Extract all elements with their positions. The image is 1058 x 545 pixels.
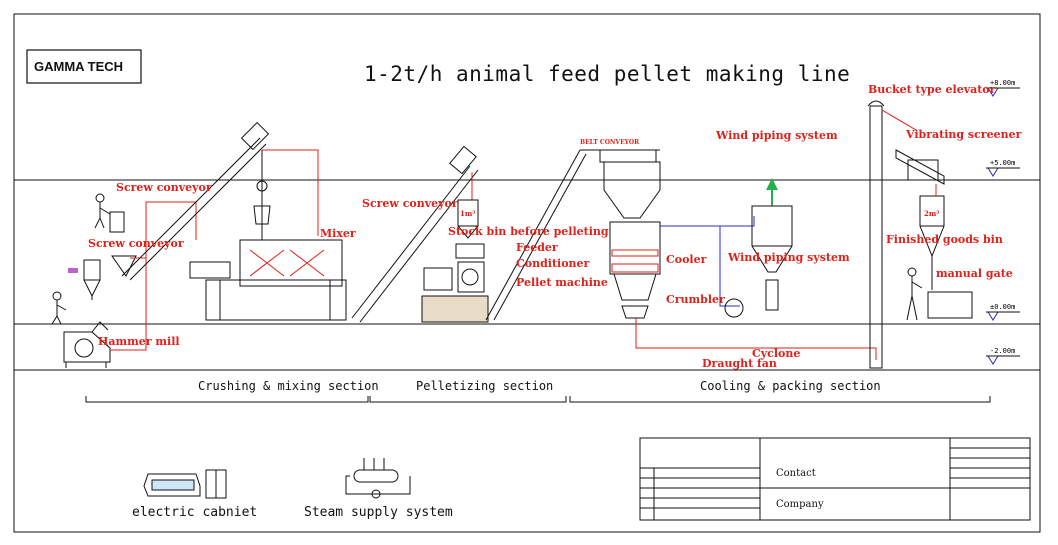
stock-bin-drawing — [423, 199, 485, 293]
label-belt-conveyor: BELT CONVEYOR — [580, 139, 640, 146]
conveyor-mixer-line — [262, 149, 319, 236]
operator-figure-left — [51, 291, 67, 325]
section-crushing-mixing: Crushing & mixing section — [198, 379, 379, 393]
electric-cabinet-icon — [143, 469, 227, 499]
section-cooling-packing: Cooling & packing section — [700, 379, 881, 393]
label-hammer-mill: Hammer mill — [98, 335, 180, 348]
label-mixer: Mixer — [320, 227, 356, 240]
section-pelletizing: Pelletizing section — [416, 379, 554, 393]
bucket-elevator — [867, 100, 885, 369]
legend-steam-supply: Steam supply system — [304, 505, 453, 520]
level-mark-5m: +5.00m — [990, 159, 1016, 167]
label-draught-fan: Draught fan — [702, 357, 777, 370]
label-pellet-machine: Pellet machine — [516, 276, 608, 289]
finished-bin-drawing — [919, 195, 973, 319]
operator-figure-top — [94, 193, 125, 233]
label-crumbler: Crumbler — [666, 293, 725, 306]
level-mark-0m: ±0.00m — [990, 303, 1016, 311]
company-logo: GAMMA TECH — [34, 59, 124, 74]
label-vibrating-screener: Vibrating screener — [906, 128, 1022, 141]
title-block — [639, 437, 1031, 521]
intake-hopper — [111, 255, 137, 277]
label-stock-bin: Stock bin before pelleting — [448, 225, 609, 238]
label-cooler: Cooler — [666, 253, 707, 266]
label-cyclone: Cyclone — [752, 347, 801, 360]
screw-conveyor-1 — [121, 121, 270, 281]
label-screw-conveyor-3: Screw conveyor — [362, 197, 458, 210]
label-bin-1m3: 1m³ — [460, 209, 476, 218]
label-conditioner: Conditioner — [516, 257, 590, 270]
label-wind-piping-1: Wind piping system — [716, 129, 838, 142]
label-bucket-elevator: Bucket type elevator — [868, 83, 996, 96]
dust-collector — [83, 259, 101, 300]
diagram-title: 1-2t/h animal feed pellet making line — [364, 62, 851, 86]
logo-box — [26, 49, 142, 84]
purple-marker — [68, 268, 78, 273]
vibrating-screener-drawing — [895, 149, 945, 185]
operator-figure-right — [906, 267, 923, 321]
label-finished-goods-bin: Finished goods bin — [886, 233, 1003, 246]
cooler-drawing — [603, 161, 661, 319]
hammer-mill-drawing — [63, 321, 111, 368]
mixer-drawing — [189, 239, 347, 321]
label-wind-piping-2: Wind piping system — [728, 251, 850, 264]
cyclone-drawing — [724, 180, 793, 318]
level-triangles — [986, 87, 1020, 365]
steam-system-icon — [345, 458, 411, 499]
pellet-base — [421, 295, 489, 323]
return-line-red — [635, 318, 877, 360]
legend-electric-cabinet: electric cabniet — [132, 505, 258, 520]
wind-arrow-up — [766, 178, 778, 190]
elevator-to-screener — [881, 109, 917, 131]
label-screw-conveyor-2: Screw conveyor — [88, 237, 184, 250]
label-manual-gate: manual gate — [936, 267, 1013, 280]
title-block-contact: Contact — [776, 468, 816, 479]
label-screw-conveyor-1: Screw conveyor — [116, 181, 212, 194]
label-bin-2m3: 2m³ — [924, 209, 940, 218]
level-mark-8m: +8.00m — [990, 79, 1016, 87]
title-block-company: Company — [776, 499, 824, 510]
mixer-feed-pipe — [253, 150, 271, 240]
wind-pipe-blue — [660, 216, 755, 227]
outer-frame — [13, 13, 1041, 533]
screw-conveyor-2 — [351, 145, 479, 323]
fan-pipe-blue — [719, 226, 740, 307]
section-brackets — [85, 396, 991, 403]
level-mark-minus2m: -2.00m — [990, 347, 1016, 355]
mill-line-red — [110, 258, 147, 351]
label-feeder: Feeder — [516, 241, 558, 254]
